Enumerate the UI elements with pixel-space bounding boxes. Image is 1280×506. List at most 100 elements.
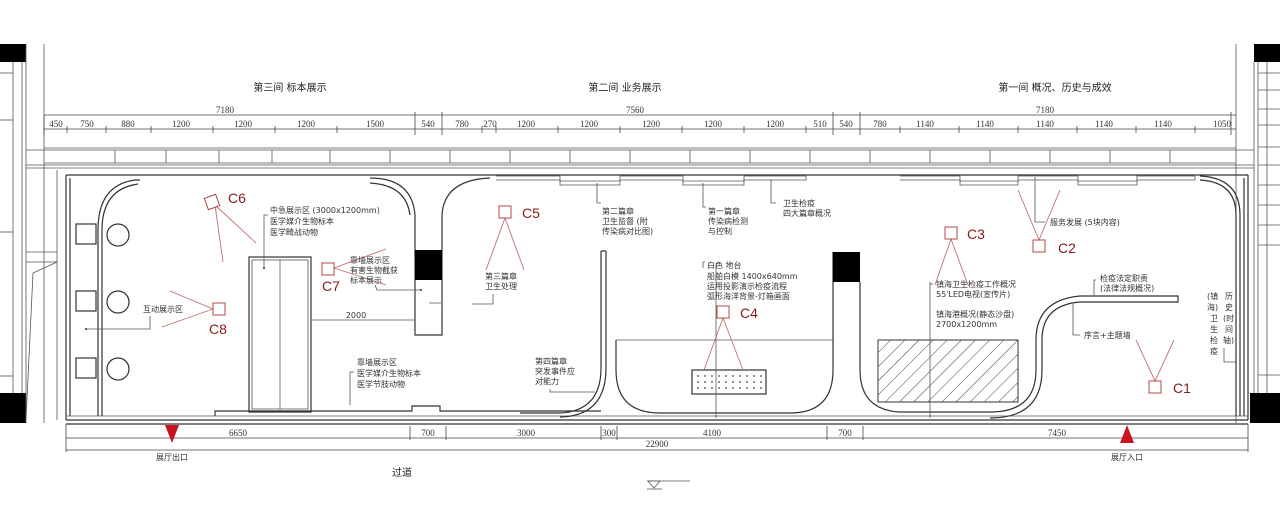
- svg-text:C8: C8: [209, 321, 227, 337]
- dim-seg: 880: [121, 119, 135, 129]
- hall-walls: [65, 174, 1249, 425]
- ship-model-platform: [691, 369, 767, 395]
- dim-seg: 1500: [366, 119, 385, 129]
- bottom-dimension-values: 6650 700 3000 300 4100 700 7450 22900: [229, 428, 1067, 449]
- entry-marker: 展厅入口: [1111, 425, 1143, 462]
- svg-text:与控制: 与控制: [708, 226, 732, 236]
- svg-text:C3: C3: [967, 226, 985, 242]
- svg-text:(时: (时: [1223, 313, 1234, 323]
- annotation-service: 服务发展 (5块内容): [1034, 177, 1120, 227]
- camera-c5: C5: [485, 205, 540, 271]
- interactive-kiosks: [75, 223, 130, 381]
- annotation-preface: 序言+主题墙: [1072, 304, 1131, 340]
- svg-text:C4: C4: [740, 305, 758, 321]
- dim-seg: 1050: [1213, 119, 1232, 129]
- svg-text:海): 海): [1207, 302, 1218, 312]
- camera-icon: [944, 226, 958, 240]
- port-sand-table: [877, 339, 1019, 403]
- lower-ledge: [214, 405, 601, 416]
- svg-text:船舶白模 1400x640mm: 船舶白模 1400x640mm: [707, 271, 798, 281]
- dim-seg: 3000: [517, 428, 536, 438]
- dim-seg: 1200: [517, 119, 536, 129]
- section-titles: 第三间 标本展示 第二间 业务展示 第一间 概况、历史与成效: [253, 81, 1111, 94]
- svg-text:C1: C1: [1173, 380, 1191, 396]
- corridor-label: 过道: [392, 466, 412, 479]
- annotation-chapter3: 第三篇章 卫生处理: [472, 271, 517, 305]
- svg-text:卫: 卫: [1210, 314, 1218, 323]
- camera-c4: C4: [703, 305, 758, 371]
- pillar-top-right: [1254, 44, 1280, 62]
- svg-text:第一篇章: 第一篇章: [708, 206, 740, 216]
- left-outer-walls: [0, 44, 58, 423]
- svg-text:白色 地台: 白色 地台: [707, 260, 742, 270]
- svg-text:史: 史: [1225, 302, 1233, 312]
- dim-total-3: 7180: [216, 105, 235, 115]
- svg-text:展厅出口: 展厅出口: [156, 452, 188, 462]
- camera-icon: [1032, 239, 1046, 253]
- annotation-platform: 白色 地台 船舶白模 1400x640mm 运用投影演示检疫流程 弧形海洋背景-…: [702, 260, 798, 301]
- camera-icon: [321, 262, 335, 276]
- leader-line: [429, 302, 443, 305]
- svg-text:突发事件应: 突发事件应: [535, 366, 575, 376]
- svg-text:运用投影演示检疫流程: 运用投影演示检疫流程: [707, 281, 787, 291]
- camera-c6: C6: [203, 190, 257, 263]
- ship-model-dots: [697, 375, 762, 389]
- annotation-wall-display-2: 靠墙展示区 医学媒介生物标本 医学节肢动物: [349, 357, 421, 405]
- svg-text:第四篇章: 第四篇章: [535, 356, 567, 366]
- svg-text:展厅入口: 展厅入口: [1111, 453, 1143, 462]
- pillar-bottom-left: [0, 393, 26, 423]
- camera-c1: C1: [1135, 339, 1191, 396]
- dim-seg: 1200: [766, 119, 785, 129]
- section-title-3: 第三间 标本展示: [253, 81, 326, 94]
- dim-total-2: 7560: [626, 105, 645, 115]
- svg-text:(法律法规概况): (法律法规概况): [1100, 283, 1154, 293]
- svg-text:标本展示: 标本展示: [350, 275, 382, 285]
- dim-seg: 270: [483, 119, 497, 129]
- svg-text:生: 生: [1210, 324, 1218, 334]
- annotation-port-overview: 镇海港概况(静态沙盘) 2700x1200mm: [936, 309, 1014, 329]
- kiosk-station: [106, 357, 130, 381]
- annotation-chapter1: 第一篇章 传染病检测 与控制: [702, 183, 748, 236]
- level-symbol-icon: [647, 480, 690, 490]
- camera-icon: [212, 302, 226, 316]
- dim-total-1: 7180: [1036, 105, 1055, 115]
- dim-seg: 540: [421, 119, 435, 129]
- svg-text:卫生监督 (附: 卫生监督 (附: [602, 216, 648, 226]
- dim-seg: 1200: [172, 119, 191, 129]
- column-black-right: [833, 252, 860, 282]
- svg-text:医学畸战动物: 医学畸战动物: [270, 227, 318, 237]
- left-curved-partition: [97, 179, 140, 416]
- top-dimension-values: 7180 7560 7180 450 750 880 1200 1200 120…: [49, 105, 1231, 129]
- svg-text:传染病检测: 传染病检测: [708, 216, 748, 226]
- svg-text:间: 间: [1225, 325, 1233, 334]
- dim-seg: 450: [49, 119, 63, 129]
- exit-marker: 展厅出口: [156, 425, 188, 462]
- top-dimension-lines: [43, 112, 1236, 135]
- svg-text:弧形海洋背景-灯箱画面: 弧形海洋背景-灯箱画面: [707, 291, 790, 301]
- annotations: 中急展示区 (3000x1200mm) 医学媒介生物标本 医学畸战动物 靠墙展示…: [85, 177, 1236, 405]
- svg-text:(镇: (镇: [1207, 291, 1218, 301]
- dim-seg: 700: [838, 428, 852, 438]
- dim-total: 22900: [646, 439, 669, 449]
- annotation-chapter4: 第四篇章 突发事件应 对能力: [535, 356, 595, 393]
- dim-seg: 750: [80, 119, 94, 129]
- top-display-walls: [496, 175, 1241, 416]
- dim-seg: 1140: [976, 119, 994, 129]
- svg-text:靠墙展示区: 靠墙展示区: [350, 255, 390, 265]
- svg-text:2700x1200mm: 2700x1200mm: [936, 320, 997, 329]
- annotation-history: (镇 海) 卫 生 检 疫 历 史 (时 间 轴): [1207, 291, 1236, 363]
- svg-text:C7: C7: [322, 278, 340, 294]
- dim-seg: 1200: [642, 119, 661, 129]
- annotation-quarantine-overview: 卫生检疫 四大篇章概况: [770, 180, 831, 218]
- svg-text:中急展示区 (3000x1200mm): 中急展示区 (3000x1200mm): [270, 205, 380, 215]
- right-outer-walls: [1235, 44, 1280, 423]
- svg-text:轴): 轴): [1223, 335, 1234, 345]
- svg-text:疫: 疫: [1210, 346, 1218, 356]
- dim-2000: 2000: [346, 311, 366, 320]
- dim-seg: 1140: [1036, 119, 1054, 129]
- camera-c2: C2: [1017, 189, 1076, 256]
- dim-seg: 780: [455, 119, 469, 129]
- svg-text:卫生检疫: 卫生检疫: [783, 198, 815, 208]
- svg-text:服务发展 (5块内容): 服务发展 (5块内容): [1050, 217, 1120, 227]
